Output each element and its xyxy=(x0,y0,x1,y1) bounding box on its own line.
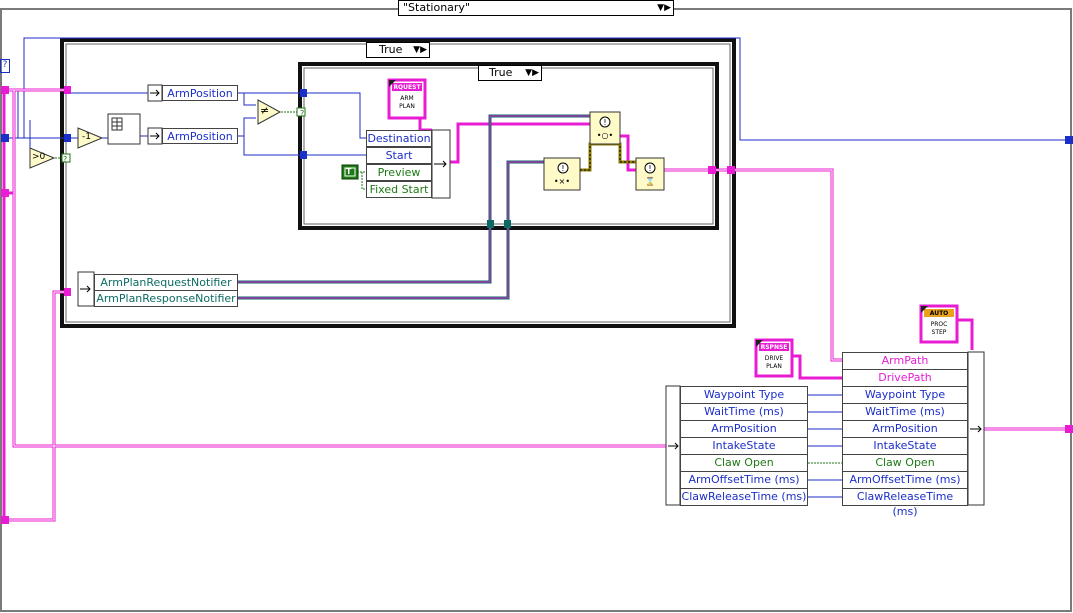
drive-plan-line2: PLAN xyxy=(766,363,782,370)
bundle-field[interactable]: DrivePath xyxy=(842,369,968,387)
inner-case-selector-value: True xyxy=(489,66,513,79)
drive-plan-tag: RSPNSE xyxy=(760,344,788,351)
decrement-node xyxy=(77,127,104,149)
svg-text:!: ! xyxy=(603,118,606,127)
unbundle-field[interactable]: ArmOffsetTime (ms) xyxy=(680,471,808,489)
arm-plan-request-notifier[interactable]: ArmPlanRequestNotifier xyxy=(94,274,238,291)
outer-case-selector[interactable]: True ▼▶ xyxy=(366,42,430,58)
dropdown-arrow-icon: ▼▶ xyxy=(657,3,671,13)
drive-plan-cluster-icon xyxy=(754,338,794,378)
main-case-selector-value: "Stationary" xyxy=(403,1,470,14)
bundle-field-fixed-start[interactable]: Fixed Start xyxy=(366,181,432,198)
blue-wire-top xyxy=(23,37,1068,141)
index-array-node xyxy=(107,113,141,145)
unbundle-field[interactable]: Claw Open xyxy=(680,454,808,472)
svg-text:•×•: •×• xyxy=(554,177,570,186)
inner-case-selector[interactable]: True ▼▶ xyxy=(478,65,542,81)
unbundle-field[interactable]: Waypoint Type xyxy=(680,386,808,404)
drive-plan-line1: DRIVE xyxy=(764,355,784,362)
boolean-terminal-indicator: ? xyxy=(300,109,305,118)
not-equal-label: ≠ xyxy=(260,104,270,117)
case-terminal-indicator: ? xyxy=(0,59,10,73)
svg-text:⌛: ⌛ xyxy=(645,176,655,186)
unbundle-field[interactable]: ClawReleaseTime (ms) xyxy=(680,488,808,506)
greater-than-zero-label: >0 xyxy=(32,152,46,162)
proc-step-tag: AUTO xyxy=(929,310,949,317)
unbundle-field[interactable]: IntakeState xyxy=(680,437,808,455)
proc-step-cluster-icon xyxy=(919,304,959,344)
dropdown-arrow-icon: ▼▶ xyxy=(413,45,427,55)
dropdown-arrow-icon: ▼▶ xyxy=(525,68,539,78)
arm-plan-line1: ARM xyxy=(400,95,414,102)
proc-step-line1: PROC xyxy=(930,321,948,328)
wait-notification-node xyxy=(635,157,665,191)
proc-step-line2: STEP xyxy=(931,329,947,336)
arm-plan-cluster-icon xyxy=(387,78,427,120)
true-constant-label: T xyxy=(346,167,352,176)
unbundle-field[interactable]: ArmPosition xyxy=(680,420,808,438)
bundle-field-preview[interactable]: Preview xyxy=(366,164,432,181)
svg-text:•○•: •○• xyxy=(597,131,613,140)
bundle-field[interactable]: IntakeState xyxy=(842,437,968,455)
decrement-label: -1 xyxy=(82,132,91,142)
bundle-field[interactable]: ArmPosition xyxy=(842,420,968,438)
bundle-field[interactable]: Waypoint Type xyxy=(842,386,968,404)
arm-position-local-2[interactable]: ArmPosition xyxy=(162,128,238,144)
unbundle-field[interactable]: WaitTime (ms) xyxy=(680,403,808,421)
bundle-field[interactable]: ArmPath xyxy=(842,352,968,370)
arm-position-local-1[interactable]: ArmPosition xyxy=(162,85,238,101)
bundle-field[interactable]: ClawReleaseTime (ms) xyxy=(842,488,968,518)
outer-case-selector-value: True xyxy=(379,43,403,56)
bundle-field-destination[interactable]: Destination xyxy=(366,130,432,147)
greater-than-zero-node xyxy=(29,147,56,169)
true-case-frame xyxy=(60,38,736,328)
boolean-terminal-indicator: ? xyxy=(63,155,68,164)
bundle-field[interactable]: Claw Open xyxy=(842,454,968,472)
bundle-field[interactable]: WaitTime (ms) xyxy=(842,403,968,421)
arm-plan-tag: RQUEST xyxy=(393,84,421,91)
bundle-field[interactable]: ArmOffsetTime (ms) xyxy=(842,471,968,489)
svg-text:!: ! xyxy=(648,164,651,173)
bundle-field-start[interactable]: Start xyxy=(366,147,432,164)
arm-plan-response-notifier[interactable]: ArmPlanResponseNotifier xyxy=(94,290,238,307)
main-case-selector[interactable]: "Stationary" ▼▶ xyxy=(398,0,674,16)
arm-plan-line2: PLAN xyxy=(399,103,415,110)
svg-text:!: ! xyxy=(561,164,564,173)
not-equal-node xyxy=(257,99,282,125)
